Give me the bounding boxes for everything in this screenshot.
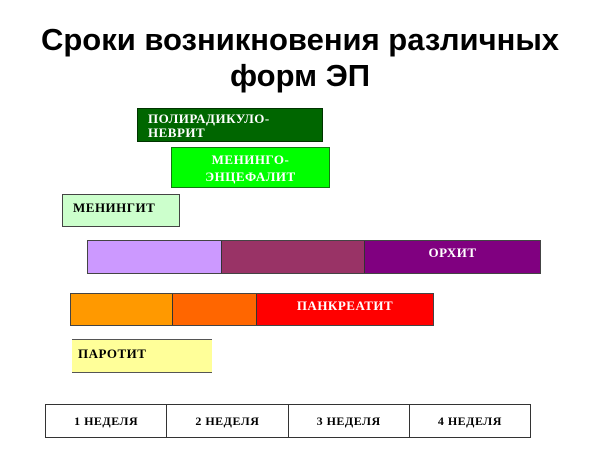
bar-label-line-2: ЭНЦЕФАЛИТ [205, 169, 296, 184]
title-line-1: Сроки возникновения различных [40, 22, 560, 57]
week-3: 3 НЕДЕЛЯ [289, 405, 410, 437]
pankreatit-segment-1 [71, 294, 173, 325]
page-title: Сроки возникновения различных форм ЭП [0, 22, 600, 94]
orhit-segment-week-2 [222, 241, 365, 273]
bar-label-line-1: ПОЛИРАДИКУЛО- [148, 111, 270, 126]
bar-meningoencefalit: МЕНИНГО- ЭНЦЕФАЛИТ [171, 147, 330, 188]
week-4: 4 НЕДЕЛЯ [437, 413, 502, 428]
pankreatit-segment-3: ПАНКРЕАТИТ [257, 294, 433, 325]
bar-meningit: МЕНИНГИТ [62, 194, 180, 227]
bar-pankreatit: ПАНКРЕАТИТ [70, 293, 434, 326]
orhit-segment-weeks-3-4: ОРХИТ [365, 241, 540, 273]
bar-poliradikulonevrit: ПОЛИРАДИКУЛО- НЕВРИТ [137, 108, 323, 142]
bar-label-line-2: НЕВРИТ [148, 125, 206, 140]
bar-label: МЕНИНГИТ [73, 200, 156, 215]
title-line-2: форм ЭП [229, 58, 371, 93]
bar-label-line-1: МЕНИНГО- [211, 152, 290, 167]
week-1: 1 НЕДЕЛЯ [46, 405, 168, 437]
orhit-segment-week-1 [88, 241, 222, 273]
bar-orhit: ОРХИТ [87, 240, 541, 274]
week-2: 2 НЕДЕЛЯ [167, 405, 289, 437]
pankreatit-segment-2 [173, 294, 257, 325]
bar-label: ПАРОТИТ [78, 346, 147, 361]
bar-label: ПАНКРЕАТИТ [296, 298, 394, 313]
bar-label: ОРХИТ [428, 245, 477, 260]
bar-parotit: ПАРОТИТ [72, 339, 212, 373]
week-timeline: 1 НЕДЕЛЯ 2 НЕДЕЛЯ 3 НЕДЕЛЯ 4 НЕДЕЛЯ [45, 404, 531, 438]
